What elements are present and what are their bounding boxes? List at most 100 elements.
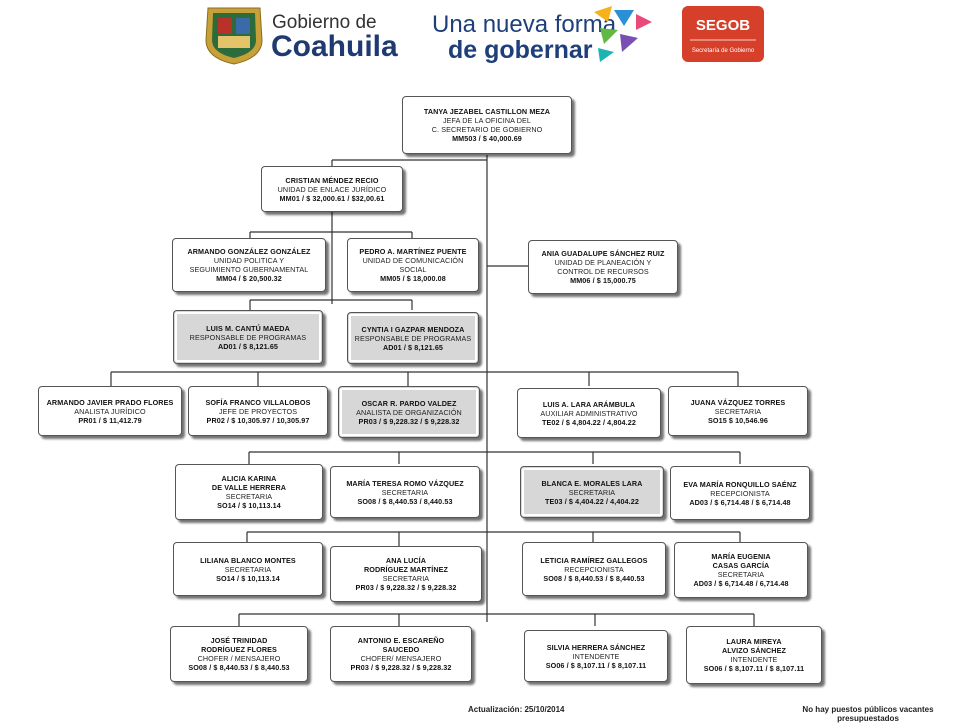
box-role: SOCIAL	[399, 265, 427, 274]
box-role: RESPONSABLE DE PROGRAMAS	[354, 333, 472, 343]
org-box-laura[interactable]: LAURA MIREYA ALVIZO SÁNCHEZ INTENDENTE S…	[686, 626, 822, 684]
box-role: SECRETARIA	[714, 406, 762, 416]
box-role: UNIDAD DE COMUNICACIÓN	[362, 256, 464, 265]
box-name: RODRÍGUEZ MARTÍNEZ	[363, 565, 449, 574]
box-salary: SO14 / $ 10,113.14	[217, 501, 281, 510]
org-box-maria-eugenia[interactable]: MARÍA EUGENIA CASAS GARCÍA SECRETARIA AD…	[674, 542, 808, 598]
gov-line1-text: Gobierno de	[272, 12, 377, 33]
box-role: CHOFER / MENSAJERO	[197, 654, 281, 663]
org-box-juana[interactable]: JUANA VÁZQUEZ TORRES SECRETARIA SO15 $ 1…	[668, 386, 808, 436]
box-name: ARMANDO JAVIER PRADO FLORES	[46, 397, 174, 407]
box-salary: PR03 / $ 9,228.32 / $ 9,228.32	[355, 583, 457, 592]
header-graphics: Gobierno de Coahuila Una nueva forma de …	[205, 6, 764, 65]
box-name: RODRÍGUEZ FLORES	[201, 645, 277, 654]
box-name: MARÍA TERESA ROMO VÁZQUEZ	[346, 478, 464, 488]
box-salary: MM06 / $ 15,000.75	[570, 276, 636, 285]
box-name: LUIS A. LARA ARÁMBULA	[542, 399, 636, 409]
box-role: JEFE DE PROYECTOS	[218, 406, 298, 416]
box-role: RECEPCIONISTA	[564, 564, 624, 574]
box-name: PEDRO A. MARTÍNEZ PUENTE	[359, 247, 467, 256]
box-role: UNIDAD DE ENLACE JURÍDICO	[277, 184, 387, 194]
box-salary: MM503 / $ 40,000.69	[452, 134, 522, 143]
box-name: ANTONIO E. ESCAREÑO	[357, 636, 445, 645]
org-box-ania[interactable]: ANIA GUADALUPE SÁNCHEZ RUIZ UNIDAD DE PL…	[528, 240, 678, 294]
box-role: ANALISTA JURÍDICO	[74, 406, 146, 416]
box-role: SECRETARIA	[382, 574, 430, 583]
box-role: AUXILIAR ADMINISTRATIVO	[540, 408, 638, 418]
box-role: SECRETARIA	[717, 570, 765, 579]
box-salary: PR01 / $ 11,412.79	[78, 415, 142, 425]
org-box-armando-gonzalez[interactable]: ARMANDO GONZÁLEZ GONZÁLEZ UNIDAD POLITIC…	[172, 238, 326, 292]
org-box-luis-cantu[interactable]: LUIS M. CANTÚ MAEDA RESPONSABLE DE PROGR…	[173, 310, 323, 364]
slogan-line2-text: de gobernar	[448, 36, 593, 64]
org-box-liliana[interactable]: LILIANA BLANCO MONTES SECRETARIA SO14 / …	[173, 542, 323, 596]
org-box-pedro[interactable]: PEDRO A. MARTÍNEZ PUENTE UNIDAD DE COMUN…	[347, 238, 479, 292]
org-box-oscar[interactable]: OSCAR R. PARDO VALDEZ ANALISTA DE ORGANI…	[338, 386, 480, 438]
box-role: UNIDAD POLITICA Y	[213, 256, 285, 265]
box-role: RECEPCIONISTA	[710, 488, 770, 498]
org-box-luis-lara[interactable]: LUIS A. LARA ARÁMBULA AUXILIAR ADMINISTR…	[517, 388, 661, 438]
box-name: LETICIA RAMÍREZ GALLEGOS	[540, 555, 648, 565]
coahuila-shield-logo	[205, 7, 263, 65]
box-salary: MM01 / $ 32,000.61 / $32,00.61	[279, 193, 385, 203]
org-box-root[interactable]: TANYA JEZABEL CASTILLON MEZA JEFA DE LA …	[402, 96, 572, 154]
box-role: SECRETARIA	[225, 492, 273, 501]
org-box-jose[interactable]: JOSÉ TRINIDAD RODRÍGUEZ FLORES CHOFER / …	[170, 626, 308, 682]
box-name: ARMANDO GONZÁLEZ GONZÁLEZ	[187, 247, 311, 256]
slogan-line1-text: Una nueva forma	[432, 11, 617, 38]
box-name: CASAS GARCÍA	[712, 561, 770, 570]
box-name: JUANA VÁZQUEZ TORRES	[690, 397, 786, 407]
box-role: INTENDENTE	[572, 651, 620, 661]
box-name: EVA MARÍA RONQUILLO SAÉNZ	[683, 479, 797, 489]
slogan-arrows-graphic	[594, 6, 652, 62]
box-name: DE VALLE HERRERA	[211, 483, 287, 492]
box-role: SEGUIMIENTO GUBERNAMENTAL	[189, 265, 309, 274]
box-name: OSCAR R. PARDO VALDEZ	[361, 398, 457, 408]
box-salary: SO14 / $ 10,113.14	[216, 573, 280, 583]
box-name: CRISTIAN MÉNDEZ RECIO	[285, 175, 379, 185]
box-salary: MM05 / $ 18,000.08	[380, 274, 446, 283]
org-box-silvia[interactable]: SILVIA HERRERA SÁNCHEZ INTENDENTE SO06 /…	[524, 630, 668, 682]
box-name: LILIANA BLANCO MONTES	[200, 555, 296, 565]
box-name: ALICIA KARINA	[221, 474, 277, 483]
box-name: CYNTIA I GAZPAR MENDOZA	[361, 324, 465, 334]
org-box-ana[interactable]: ANA LUCÍA RODRÍGUEZ MARTÍNEZ SECRETARIA …	[330, 546, 482, 602]
box-salary: AD03 / $ 6,714.48 / 6,714.48	[693, 579, 789, 588]
box-role: SECRETARIA	[568, 487, 616, 497]
box-salary: PR02 / $ 10,305.97 / 10,305.97	[206, 415, 310, 425]
box-salary: MM04 / $ 20,500.32	[216, 274, 282, 283]
org-box-sofia[interactable]: SOFÍA FRANCO VILLALOBOS JEFE DE PROYECTO…	[188, 386, 328, 436]
org-box-cyntia[interactable]: CYNTIA I GAZPAR MENDOZA RESPONSABLE DE P…	[347, 312, 479, 364]
org-box-leticia[interactable]: LETICIA RAMÍREZ GALLEGOS RECEPCIONISTA S…	[522, 542, 666, 596]
box-salary: TE03 / $ 4,404.22 / 4,404.22	[545, 496, 639, 506]
org-box-eva[interactable]: EVA MARÍA RONQUILLO SAÉNZ RECEPCIONISTA …	[670, 466, 810, 520]
box-name: SILVIA HERRERA SÁNCHEZ	[546, 642, 646, 652]
org-box-blanca[interactable]: BLANCA E. MORALES LARA SECRETARIA TE03 /…	[520, 466, 664, 518]
box-name: MARÍA EUGENIA	[711, 552, 771, 561]
box-salary: SO15 $ 10,546.96	[708, 415, 768, 425]
box-name: LUIS M. CANTÚ MAEDA	[206, 323, 290, 333]
org-box-alicia[interactable]: ALICIA KARINA DE VALLE HERRERA SECRETARI…	[175, 464, 323, 520]
org-box-cristian[interactable]: CRISTIAN MÉNDEZ RECIO UNIDAD DE ENLACE J…	[261, 166, 403, 212]
box-role: C. SECRETARIO DE GOBIERNO	[431, 125, 543, 134]
box-salary: SO06 / $ 8,107.11 / $ 8,107.11	[545, 660, 647, 670]
box-name: TANYA JEZABEL CASTILLON MEZA	[423, 107, 551, 116]
org-box-maria-teresa[interactable]: MARÍA TERESA ROMO VÁZQUEZ SECRETARIA SO0…	[330, 466, 480, 518]
box-salary: SO08 / $ 8,440.53 / $ 8,440.53	[188, 663, 290, 672]
box-salary: TE02 / $ 4,804.22 / 4,804.22	[542, 417, 636, 427]
box-name: BLANCA E. MORALES LARA	[541, 478, 643, 488]
gov-line2-text: Coahuila	[271, 30, 398, 63]
box-role: RESPONSABLE DE PROGRAMAS	[189, 332, 307, 342]
box-role: UNIDAD DE PLANEACIÓN Y	[554, 258, 652, 267]
org-box-antonio[interactable]: ANTONIO E. ESCAREÑO SAUCEDO CHOFER/ MENS…	[330, 626, 472, 682]
segob-sub-text: Secretaría de Gobierno	[692, 48, 755, 54]
box-role: CHOFER/ MENSAJERO	[360, 654, 442, 663]
header-banner: Gobierno de Coahuila Una nueva forma de …	[0, 0, 960, 72]
box-role: ANALISTA DE ORGANIZACIÓN	[356, 407, 462, 417]
box-name: ANIA GUADALUPE SÁNCHEZ RUIZ	[541, 249, 665, 258]
box-role: SECRETARIA	[381, 487, 429, 497]
footer-vacancy-note: No hay puestos públicos vacantes presupu…	[778, 705, 958, 723]
org-box-armando-prado[interactable]: ARMANDO JAVIER PRADO FLORES ANALISTA JUR…	[38, 386, 182, 436]
box-salary: PR03 / $ 9,228.32 / $ 9,228.32	[350, 663, 452, 672]
